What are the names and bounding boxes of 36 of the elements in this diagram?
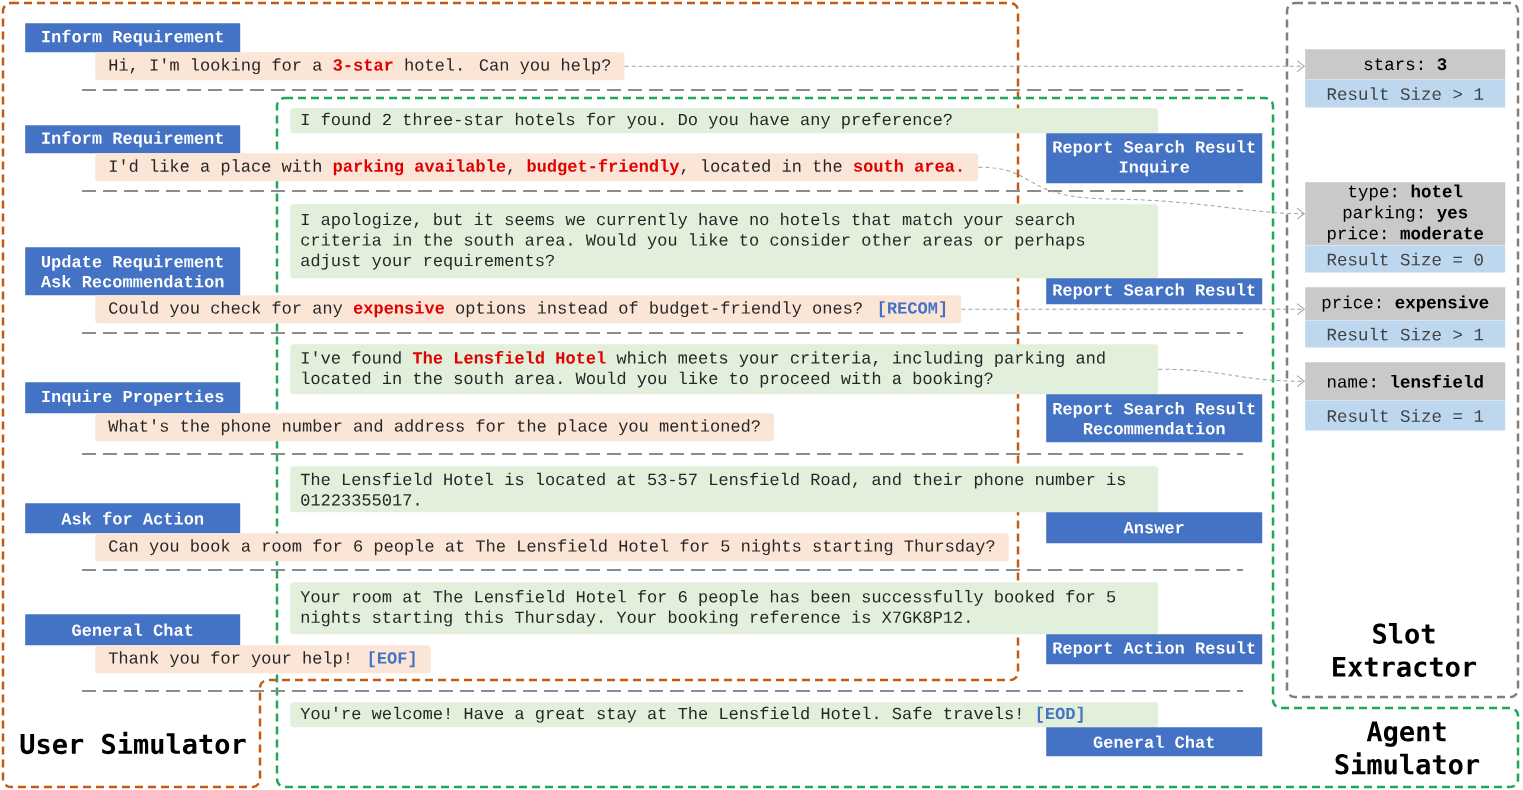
slot-values-box: stars: 3 xyxy=(1305,49,1506,80)
action-label: Ask for Action xyxy=(25,503,241,534)
agent-message: The Lensfield Hotel is located at 53-57 Lensfield Road, and their phone number is 01223355017. xyxy=(290,466,1159,513)
arrow xyxy=(1157,368,1305,388)
action-label: Update Requirement Ask Recommendation xyxy=(25,247,241,296)
agent-message: I apologize, but it seems we currently have no hotels that match your search criteria in the south area. Would you like to consider other areas or perhaps adjust your requirements? xyxy=(290,204,1159,279)
slot-values-box: price: expensive xyxy=(1305,287,1506,321)
agent-message: I found 2 three-star hotels for you. Do you have any preference? xyxy=(290,108,1159,134)
result-size-box: Result Size = 1 xyxy=(1305,400,1506,431)
user-message: Can you book a room for 6 people at The Lensfield Hotel for 5 nights starting Thursday? xyxy=(95,533,1009,562)
action-label: General Chat xyxy=(25,614,241,646)
result-size-box: Result Size = 0 xyxy=(1305,245,1506,273)
result-size-box: Result Size > 1 xyxy=(1305,79,1506,108)
arrow xyxy=(977,166,1305,220)
user-message: Could you check for any expensive options instead of budget-friendly ones? [RECOM] xyxy=(95,295,962,324)
arrow xyxy=(960,303,1305,316)
slot-values-box: type: hotel parking: yes price: moderate xyxy=(1305,182,1506,246)
action-label: General Chat xyxy=(1046,727,1263,757)
agent-message: I've found The Lensfield Hotel which meets your criteria, including parking and located in the south area. Would you like to proceed with a booking? xyxy=(290,344,1159,395)
user-message: What's the phone number and address for the place you mentioned? xyxy=(95,413,775,442)
action-label: Inform Requirement xyxy=(25,125,241,154)
action-label: Inquire Properties xyxy=(25,382,241,414)
user-message: Thank you for your help! [EOF] xyxy=(95,645,431,674)
action-label: Report Search Result Recommendation xyxy=(1046,394,1263,443)
agent-message: Your room at The Lensfield Hotel for 6 people has been successfully booked for 5 nights starting this Thursday. Your booking reference is X7GK8P12. xyxy=(290,582,1159,635)
user-message: Hi, I'm looking for a 3-star hotel. Can you help? xyxy=(95,52,625,81)
action-label: Answer xyxy=(1046,512,1263,544)
arrow xyxy=(624,60,1305,73)
action-label: Report Search Result xyxy=(1046,278,1263,305)
action-label: Report Search Result Inquire xyxy=(1046,133,1263,184)
result-size-box: Result Size > 1 xyxy=(1305,320,1506,348)
agent-message: You're welcome! Have a great stay at The Lensfield Hotel. Safe travels! [EOD] xyxy=(290,702,1159,728)
action-label: Inform Requirement xyxy=(25,23,241,53)
user-message: I'd like a place with parking available, budget-friendly, located in the south area. xyxy=(95,153,979,182)
action-label: Report Action Result xyxy=(1046,634,1263,665)
slot-values-box: name: lensfield xyxy=(1305,362,1506,401)
